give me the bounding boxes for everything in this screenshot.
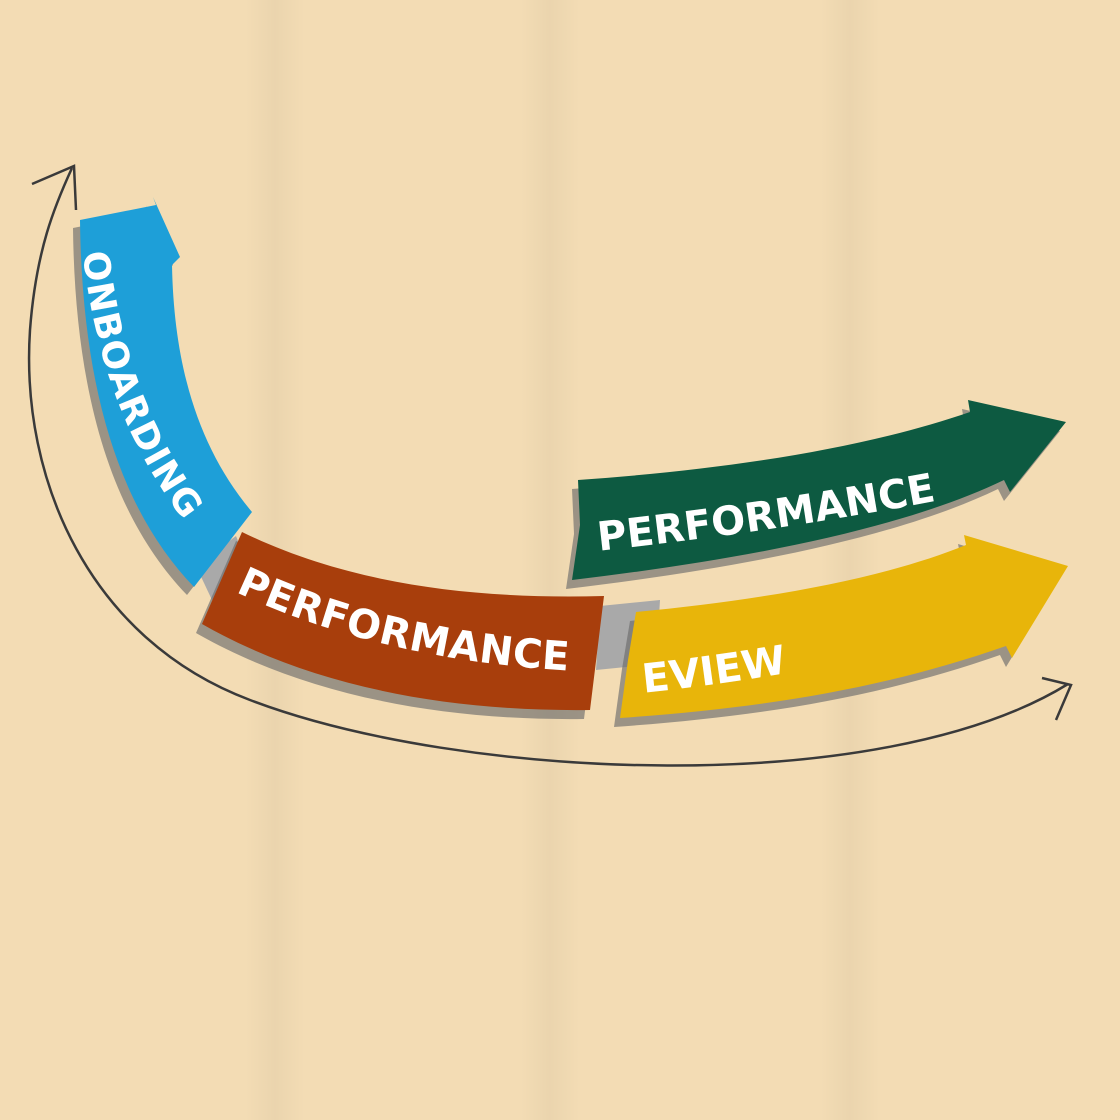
guide-arrow-bottom-head-icon (1041, 676, 1073, 721)
stage-onboarding: ONBOARDING (73, 197, 252, 595)
guide-arrow-curve (27, 167, 1069, 767)
guide-arrow-top-head-icon (31, 164, 78, 211)
stage-performance-1: PERFORMANCE (196, 532, 604, 720)
stage-review-shape (620, 535, 1068, 718)
stage-performance-2-shape (572, 400, 1066, 580)
stage-performance-1-shape (202, 532, 604, 711)
stage-onboarding-shape (80, 197, 252, 587)
